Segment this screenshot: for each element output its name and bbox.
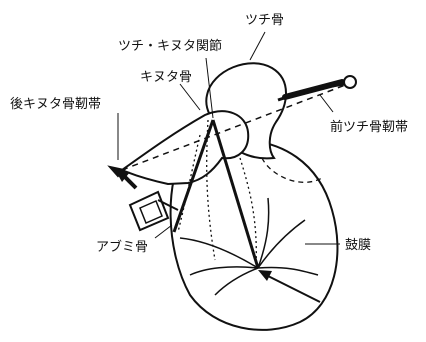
label-tympanic-membrane: 鼓膜 bbox=[345, 238, 371, 253]
label-incus: キヌタ骨 bbox=[140, 70, 192, 85]
label-incudomalleal-joint: ツチ・キヌタ関節 bbox=[118, 39, 222, 54]
label-posterior-incudal-ligament: 後キヌタ骨靭帯 bbox=[10, 97, 101, 112]
label-stapes: アブミ骨 bbox=[96, 239, 148, 255]
stapes-shape bbox=[130, 192, 168, 230]
label-malleus: ツチ骨 bbox=[245, 13, 284, 28]
label-anterior-malleal-ligament: 前ツチ骨靭帯 bbox=[330, 119, 408, 135]
ligament-anchor bbox=[344, 76, 356, 88]
sound-input-arrow-icon bbox=[266, 275, 320, 302]
stapes-motion-arrow-icon bbox=[124, 176, 136, 188]
